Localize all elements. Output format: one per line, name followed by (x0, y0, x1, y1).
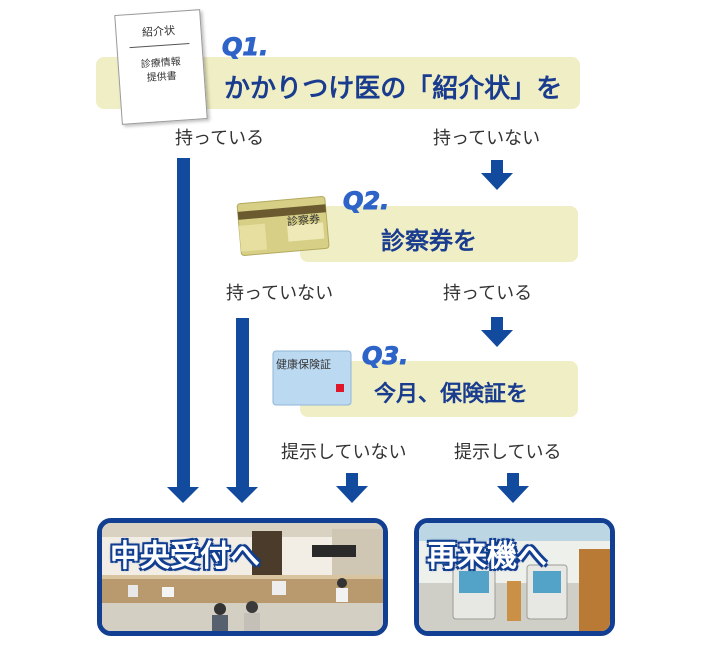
q1-yes-arrow-head-icon (167, 487, 199, 503)
q2-yes-arrow-icon (481, 317, 513, 347)
q2-question-bar (300, 206, 578, 262)
document-rule (129, 42, 190, 49)
document-title: 紹介状 (141, 23, 176, 40)
insurance-card-text: 健康保険証 (276, 358, 331, 371)
q3-no-arrow-icon (336, 473, 368, 503)
document-subtitle: 診療情報 提供書 (118, 54, 204, 88)
kiosk-photo-image (419, 523, 610, 631)
document-line-2: 提供書 (146, 70, 178, 85)
q1-question: かかりつけ医の「紹介状」を (224, 74, 563, 104)
q1-no-arrow-icon (481, 160, 513, 190)
q3-question: 今月、保険証を (374, 382, 529, 407)
q3-label: Q3. (361, 342, 409, 371)
q2-question: 診察券を (381, 227, 477, 255)
q2-no-arrow-head-icon (226, 487, 258, 503)
q2-no-arrow-line (236, 318, 249, 488)
kiosk-box: 再来機へ (414, 518, 615, 636)
patient-card-text: 診察券 (286, 212, 321, 229)
central-reception-label: 中央受付へ (110, 539, 260, 574)
reception-photo-image (102, 523, 383, 631)
q1-label: Q1. (221, 33, 269, 62)
q1-no-label: 持っていない (433, 128, 541, 149)
q1-yes-label: 持っている (175, 128, 265, 149)
q3-yes-arrow-icon (497, 473, 529, 503)
q3-yes-label: 提示している (454, 442, 562, 463)
q2-label: Q2. (342, 187, 390, 216)
q2-no-label: 持っていない (226, 283, 334, 304)
insurance-card-icon (272, 350, 352, 406)
document-line-1: 診療情報 (140, 56, 182, 71)
kiosk-label: 再来機へ (427, 539, 547, 574)
q3-no-label: 提示していない (281, 442, 407, 463)
patient-card-icon (236, 196, 330, 256)
q1-yes-arrow-line (177, 158, 190, 488)
q2-yes-label: 持っている (443, 283, 533, 304)
central-reception-box: 中央受付へ (97, 518, 388, 636)
referral-letter-document-icon: 紹介状 診療情報 提供書 (114, 9, 208, 125)
